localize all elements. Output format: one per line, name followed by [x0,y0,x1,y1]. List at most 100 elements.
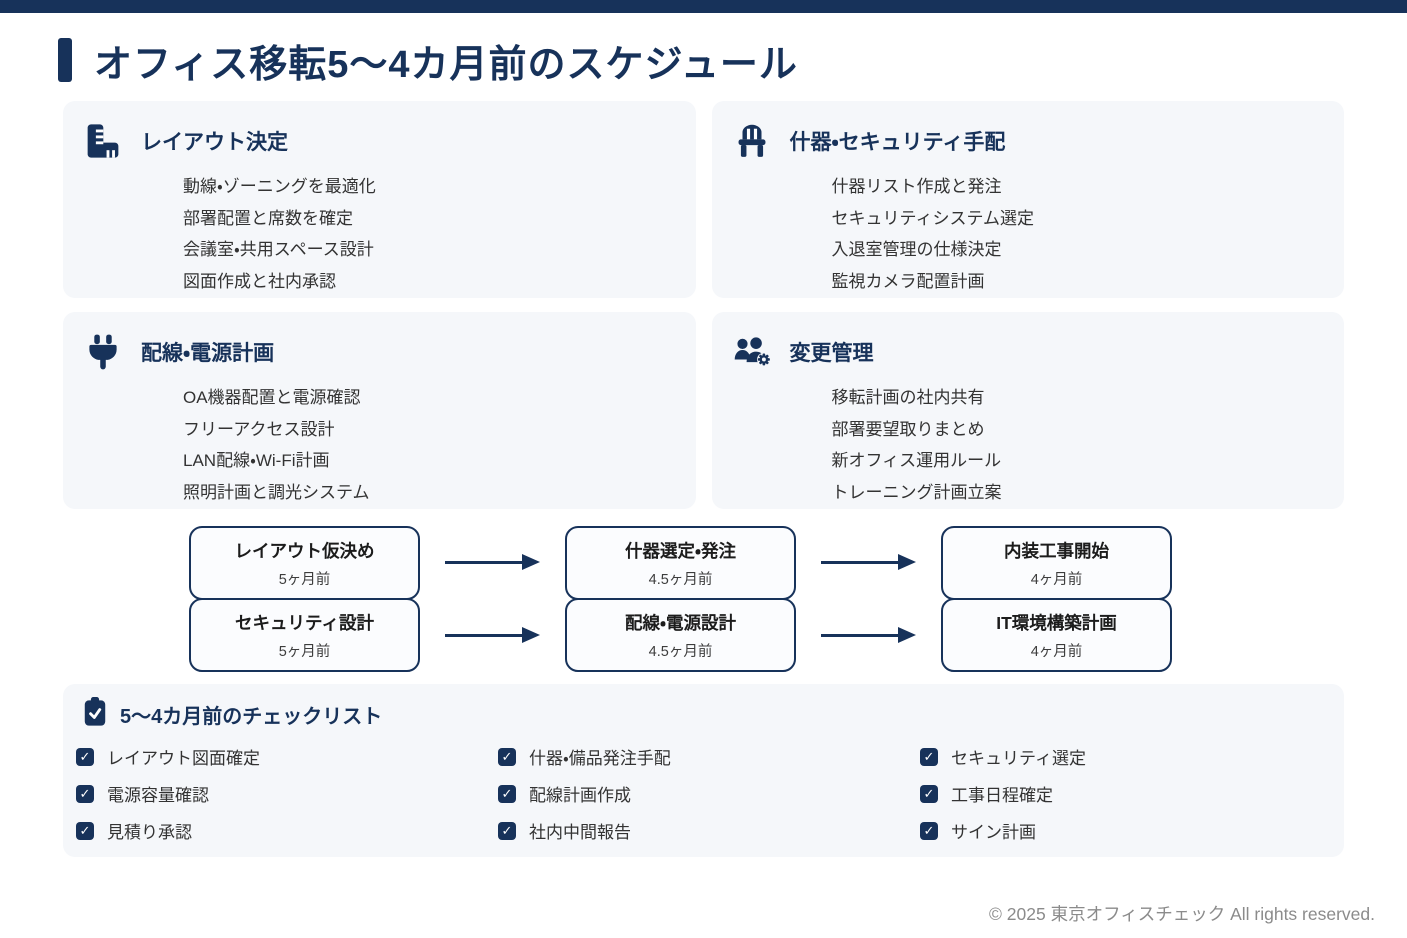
checklist-grid: ✓ レイアウト図面確定 ✓ 電源容量確認 ✓ 見積り承認 ✓ 什器・備品発注手配… [76,738,1324,849]
checklist-item-label: サイン計画 [951,823,1036,842]
card-title: 什器・セキュリティ手配 [789,131,1006,154]
chair-icon [732,120,772,162]
checklist-item-label: 工事日程確定 [951,786,1053,805]
card-header: 配線・電源計画 [83,330,674,374]
checklist-item-label: 社内中間報告 [529,823,631,842]
timeline-box-title: セキュリティ設計 [235,612,374,633]
timeline-column-2: 什器選定・発注 4.5ヶ月前 配線・電源設計 4.5ヶ月前 [565,526,796,676]
card-item: 部署配置と席数を確定 [183,208,353,228]
checkbox-checked-icon[interactable]: ✓ [920,747,938,766]
checklist-card: 5〜4カ月前のチェックリスト ✓ レイアウト図面確定 ✓ 電源容量確認 ✓ 見積… [63,684,1344,857]
checklist-item-label: 配線計画作成 [529,786,631,805]
timeline-box-title: 配線・電源設計 [625,612,736,633]
card-item: LAN配線・Wi-Fi計画 [183,451,330,470]
card-title: 変更管理 [789,342,874,365]
checkbox-checked-icon[interactable]: ✓ [76,784,94,803]
timeline-box-title: 什器選定・発注 [625,540,736,561]
checklist-column: ✓ 什器・備品発注手配 ✓ 配線計画作成 ✓ 社内中間報告 [498,738,920,849]
timeline-flow: レイアウト仮決め 5ヶ月前 セキュリティ設計 5ヶ月前 什器選定・発注 4.5ヶ… [189,526,1407,676]
page-title: オフィス移転5〜4カ月前のスケジュール [94,43,798,86]
checklist-header: 5〜4カ月前のチェックリスト [83,696,1324,729]
checklist-item: ✓ 工事日程確定 [920,775,1324,812]
card-item: 部署要望取りまとめ [831,419,985,439]
checklist-item-label: 電源容量確認 [107,786,209,805]
checklist-item-label: レイアウト図面確定 [107,749,260,768]
timeline-box-title: 内装工事開始 [1004,540,1109,561]
card-item-list: OA機器配置と電源確認 フリーアクセス設計 LAN配線・Wi-Fi計画 照明計画… [183,382,674,508]
timeline-arrows [420,526,565,676]
checklist-item-label: セキュリティ選定 [951,749,1086,768]
card-item: 動線・ゾーニングを最適化 [183,177,376,196]
arrow-right-icon [820,554,916,570]
card-item: フリーアクセス設計 [183,419,335,439]
checkbox-checked-icon[interactable]: ✓ [498,784,516,803]
card-item: 照明計画と調光システム [183,482,370,502]
timeline-box-time: 5ヶ月前 [278,643,331,660]
timeline-arrows [796,526,941,676]
plug-icon [83,331,123,373]
timeline-column-3: 内装工事開始 4ヶ月前 IT環境構築計画 4ヶ月前 [941,526,1172,676]
card-header: レイアウト決定 [83,119,674,163]
card-title: 配線・電源計画 [141,342,275,365]
timeline-box: 内装工事開始 4ヶ月前 [941,526,1172,600]
checklist-item: ✓ レイアウト図面確定 [76,738,498,775]
checklist-column: ✓ セキュリティ選定 ✓ 工事日程確定 ✓ サイン計画 [920,738,1324,849]
checkbox-checked-icon[interactable]: ✓ [498,747,516,766]
card-header: 什器・セキュリティ手配 [732,119,1323,163]
card-item: OA機器配置と電源確認 [183,388,361,407]
arrow-right-icon [444,554,540,570]
card-item: 会議室・共用スペース設計 [183,240,374,259]
checkbox-checked-icon[interactable]: ✓ [76,821,94,840]
timeline-box: 什器選定・発注 4.5ヶ月前 [565,526,796,600]
checklist-title: 5〜4カ月前のチェックリスト [120,705,383,728]
arrow-right-icon [444,627,540,643]
timeline-box: IT環境構築計画 4ヶ月前 [941,598,1172,672]
card-item: 図面作成と社内承認 [183,271,336,291]
card-item: 什器リスト作成と発注 [831,177,1002,196]
timeline-box-time: 4.5ヶ月前 [648,643,713,660]
page-header: オフィス移転5〜4カ月前のスケジュール [58,37,1345,86]
checkbox-checked-icon[interactable]: ✓ [76,747,94,766]
checklist-item: ✓ サイン計画 [920,812,1324,849]
checklist-item: ✓ 電源容量確認 [76,775,498,812]
checklist-item: ✓ 配線計画作成 [498,775,920,812]
card-item: トレーニング計画立案 [831,482,1002,502]
timeline-box-title: レイアウト仮決め [234,540,375,561]
checklist-item-label: 見積り承認 [107,823,192,842]
arrow-right-icon [820,627,916,643]
card-wiring-power: 配線・電源計画 OA機器配置と電源確認 フリーアクセス設計 LAN配線・Wi-F… [63,312,696,509]
timeline-box: レイアウト仮決め 5ヶ月前 [189,526,420,600]
card-change-management: 変更管理 移転計画の社内共有 部署要望取りまとめ 新オフィス運用ルール トレーニ… [711,312,1344,509]
timeline-column-1: レイアウト仮決め 5ヶ月前 セキュリティ設計 5ヶ月前 [189,526,420,676]
checklist-item: ✓ 什器・備品発注手配 [498,738,920,775]
checklist-column: ✓ レイアウト図面確定 ✓ 電源容量確認 ✓ 見積り承認 [76,738,498,849]
checklist-item: ✓ 社内中間報告 [498,812,920,849]
card-header: 変更管理 [732,330,1323,374]
timeline-box-time: 4ヶ月前 [1030,643,1083,660]
top-accent-bar [0,0,1407,13]
users-gear-icon [732,331,772,373]
card-item: 移転計画の社内共有 [831,388,985,407]
timeline-box-time: 5ヶ月前 [278,571,331,588]
timeline-box: 配線・電源設計 4.5ヶ月前 [565,598,796,672]
ruler-icon [83,120,123,162]
card-furniture-security: 什器・セキュリティ手配 什器リスト作成と発注 セキュリティシステム選定 入退室管… [711,101,1344,298]
checkbox-checked-icon[interactable]: ✓ [920,821,938,840]
timeline-box-time: 4ヶ月前 [1030,571,1083,588]
timeline-box-time: 4.5ヶ月前 [648,571,713,588]
title-accent-bar [58,38,72,82]
card-item: 監視カメラ配置計画 [831,271,985,291]
checklist-item: ✓ セキュリティ選定 [920,738,1324,775]
card-item: 入退室管理の仕様決定 [831,240,1002,259]
timeline-box: セキュリティ設計 5ヶ月前 [189,598,420,672]
card-layout: レイアウト決定 動線・ゾーニングを最適化 部署配置と席数を確定 会議室・共用スペ… [63,101,696,298]
card-item: セキュリティシステム選定 [831,208,1034,228]
card-item-list: 動線・ゾーニングを最適化 部署配置と席数を確定 会議室・共用スペース設計 図面作… [183,171,674,297]
checkbox-checked-icon[interactable]: ✓ [920,784,938,803]
card-title: レイアウト決定 [141,131,288,154]
copyright-text: © 2025 東京オフィスチェック All rights reserved. [989,904,1375,924]
card-item-list: 移転計画の社内共有 部署要望取りまとめ 新オフィス運用ルール トレーニング計画立… [832,382,1323,508]
checklist-item-label: 什器・備品発注手配 [529,749,671,768]
card-item-list: 什器リスト作成と発注 セキュリティシステム選定 入退室管理の仕様決定 監視カメラ… [832,171,1323,297]
checkbox-checked-icon[interactable]: ✓ [498,821,516,840]
